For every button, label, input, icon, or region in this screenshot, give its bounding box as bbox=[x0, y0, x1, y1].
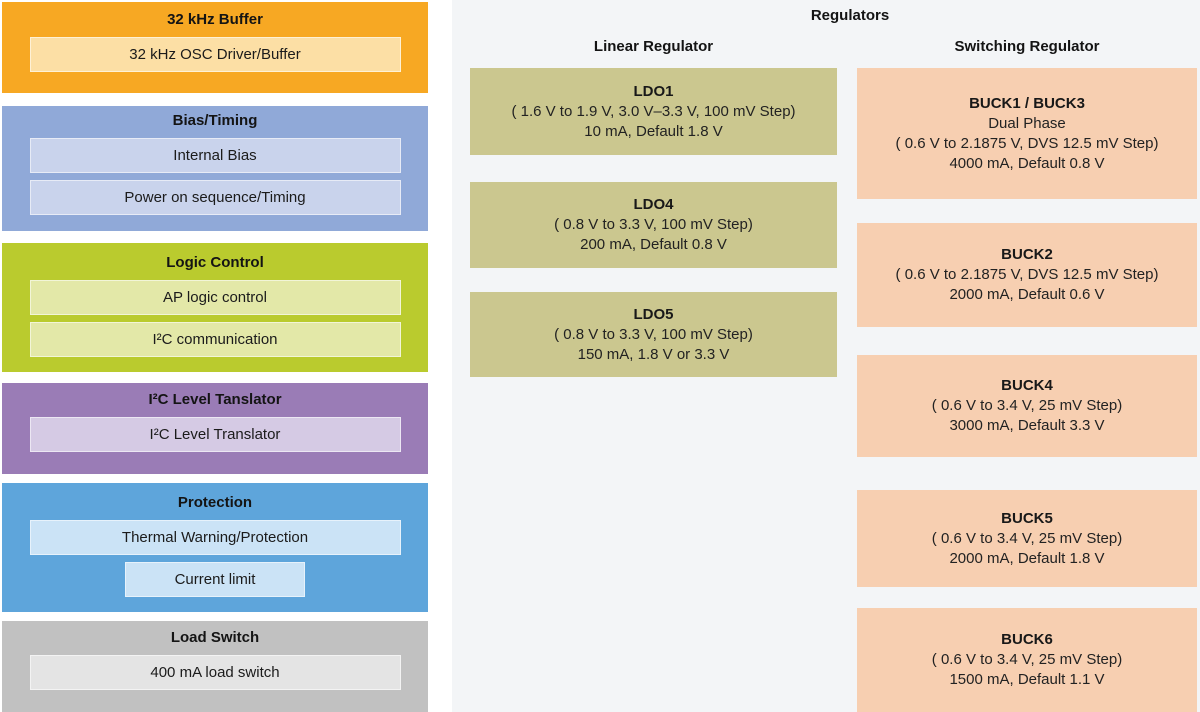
buck2-range: ( 0.6 V to 2.1875 V, DVS 12.5 mV Step) bbox=[895, 266, 1159, 283]
block-32khz-buffer: 32 kHz Buffer 32 kHz OSC Driver/Buffer bbox=[2, 2, 428, 93]
switching-regulator-header: Switching Regulator bbox=[954, 38, 1100, 55]
block-item-i2c-communication: I²C communication bbox=[29, 322, 401, 357]
block-item-internal-bias: Internal Bias bbox=[29, 138, 401, 173]
ldo5-box: LDO5 ( 0.8 V to 3.3 V, 100 mV Step) 150 … bbox=[470, 292, 837, 377]
buck5-box: BUCK5 ( 0.6 V to 3.4 V, 25 mV Step) 2000… bbox=[857, 490, 1197, 587]
buck2-box: BUCK2 ( 0.6 V to 2.1875 V, DVS 12.5 mV S… bbox=[857, 223, 1197, 327]
buck4-title: BUCK4 bbox=[1001, 377, 1053, 394]
buck4-current: 3000 mA, Default 3.3 V bbox=[949, 417, 1105, 434]
buck6-title: BUCK6 bbox=[1001, 631, 1053, 648]
block-i2c-level-translator: I²C Level Tanslator I²C Level Translator bbox=[2, 383, 428, 474]
block-logic-control: Logic Control AP logic control I²C commu… bbox=[2, 243, 428, 372]
linear-regulator-header: Linear Regulator bbox=[593, 38, 714, 55]
block-bias-timing-title: Bias/Timing bbox=[172, 112, 258, 129]
switching-regulator-column: Switching Regulator BUCK1 / BUCK3 Dual P… bbox=[857, 0, 1197, 712]
block-i2c-level-translator-title: I²C Level Tanslator bbox=[148, 391, 282, 408]
block-logic-control-title: Logic Control bbox=[166, 254, 264, 271]
buck4-range: ( 0.6 V to 3.4 V, 25 mV Step) bbox=[931, 397, 1123, 414]
buck2-title: BUCK2 bbox=[1001, 246, 1053, 263]
linear-regulator-column: Linear Regulator LDO1 ( 1.6 V to 1.9 V, … bbox=[470, 0, 837, 712]
buck5-title: BUCK5 bbox=[1001, 509, 1053, 527]
ldo4-current: 200 mA, Default 0.8 V bbox=[580, 236, 727, 253]
buck2-current: 2000 mA, Default 0.6 V bbox=[949, 286, 1105, 303]
regulators-title: Regulators bbox=[810, 7, 890, 24]
ldo5-range: ( 0.8 V to 3.3 V, 100 mV Step) bbox=[554, 325, 753, 343]
block-32khz-buffer-title: 32 kHz Buffer bbox=[167, 11, 263, 28]
ldo1-title: LDO1 bbox=[633, 82, 674, 100]
buck1-buck3-box: BUCK1 / BUCK3 Dual Phase ( 0.6 V to 2.18… bbox=[857, 68, 1197, 199]
block-item-i2c-level-translator: I²C Level Translator bbox=[29, 417, 401, 452]
buck1-buck3-title: BUCK1 / BUCK3 bbox=[969, 94, 1085, 112]
block-load-switch: Load Switch 400 mA load switch bbox=[2, 621, 428, 712]
buck4-box: BUCK4 ( 0.6 V to 3.4 V, 25 mV Step) 3000… bbox=[857, 355, 1197, 457]
block-protection: Protection Thermal Warning/Protection Cu… bbox=[2, 483, 428, 612]
block-item-thermal-warning: Thermal Warning/Protection bbox=[29, 520, 401, 555]
buck1-buck3-phase: Dual Phase bbox=[988, 114, 1066, 132]
buck1-buck3-range: ( 0.6 V to 2.1875 V, DVS 12.5 mV Step) bbox=[895, 134, 1159, 152]
ldo5-current: 150 mA, 1.8 V or 3.3 V bbox=[577, 345, 730, 363]
ldo1-current: 10 mA, Default 1.8 V bbox=[584, 122, 723, 140]
block-item-current-limit: Current limit bbox=[125, 562, 305, 597]
block-item-osc-driver-buffer: 32 kHz OSC Driver/Buffer bbox=[29, 37, 401, 72]
block-bias-timing: Bias/Timing Internal Bias Power on seque… bbox=[2, 106, 428, 231]
ldo1-box: LDO1 ( 1.6 V to 1.9 V, 3.0 V–3.3 V, 100 … bbox=[470, 68, 837, 155]
block-protection-title: Protection bbox=[177, 494, 253, 511]
block-item-400ma-load-switch: 400 mA load switch bbox=[29, 655, 401, 690]
buck5-range: ( 0.6 V to 3.4 V, 25 mV Step) bbox=[931, 529, 1123, 547]
ldo5-title: LDO5 bbox=[633, 305, 674, 323]
buck6-current: 1500 mA, Default 1.1 V bbox=[949, 671, 1105, 688]
ldo4-range: ( 0.8 V to 3.3 V, 100 mV Step) bbox=[554, 216, 753, 233]
buck6-range: ( 0.6 V to 3.4 V, 25 mV Step) bbox=[931, 651, 1123, 668]
block-item-ap-logic-control: AP logic control bbox=[29, 280, 401, 315]
ldo4-title: LDO4 bbox=[633, 196, 674, 213]
buck5-current: 2000 mA, Default 1.8 V bbox=[949, 549, 1105, 567]
buck1-buck3-current: 4000 mA, Default 0.8 V bbox=[949, 154, 1105, 172]
ldo1-range: ( 1.6 V to 1.9 V, 3.0 V–3.3 V, 100 mV St… bbox=[511, 102, 796, 120]
buck6-box: BUCK6 ( 0.6 V to 3.4 V, 25 mV Step) 1500… bbox=[857, 608, 1197, 712]
block-item-power-on-sequence: Power on sequence/Timing bbox=[29, 180, 401, 215]
ldo4-box: LDO4 ( 0.8 V to 3.3 V, 100 mV Step) 200 … bbox=[470, 182, 837, 268]
block-load-switch-title: Load Switch bbox=[170, 629, 260, 646]
